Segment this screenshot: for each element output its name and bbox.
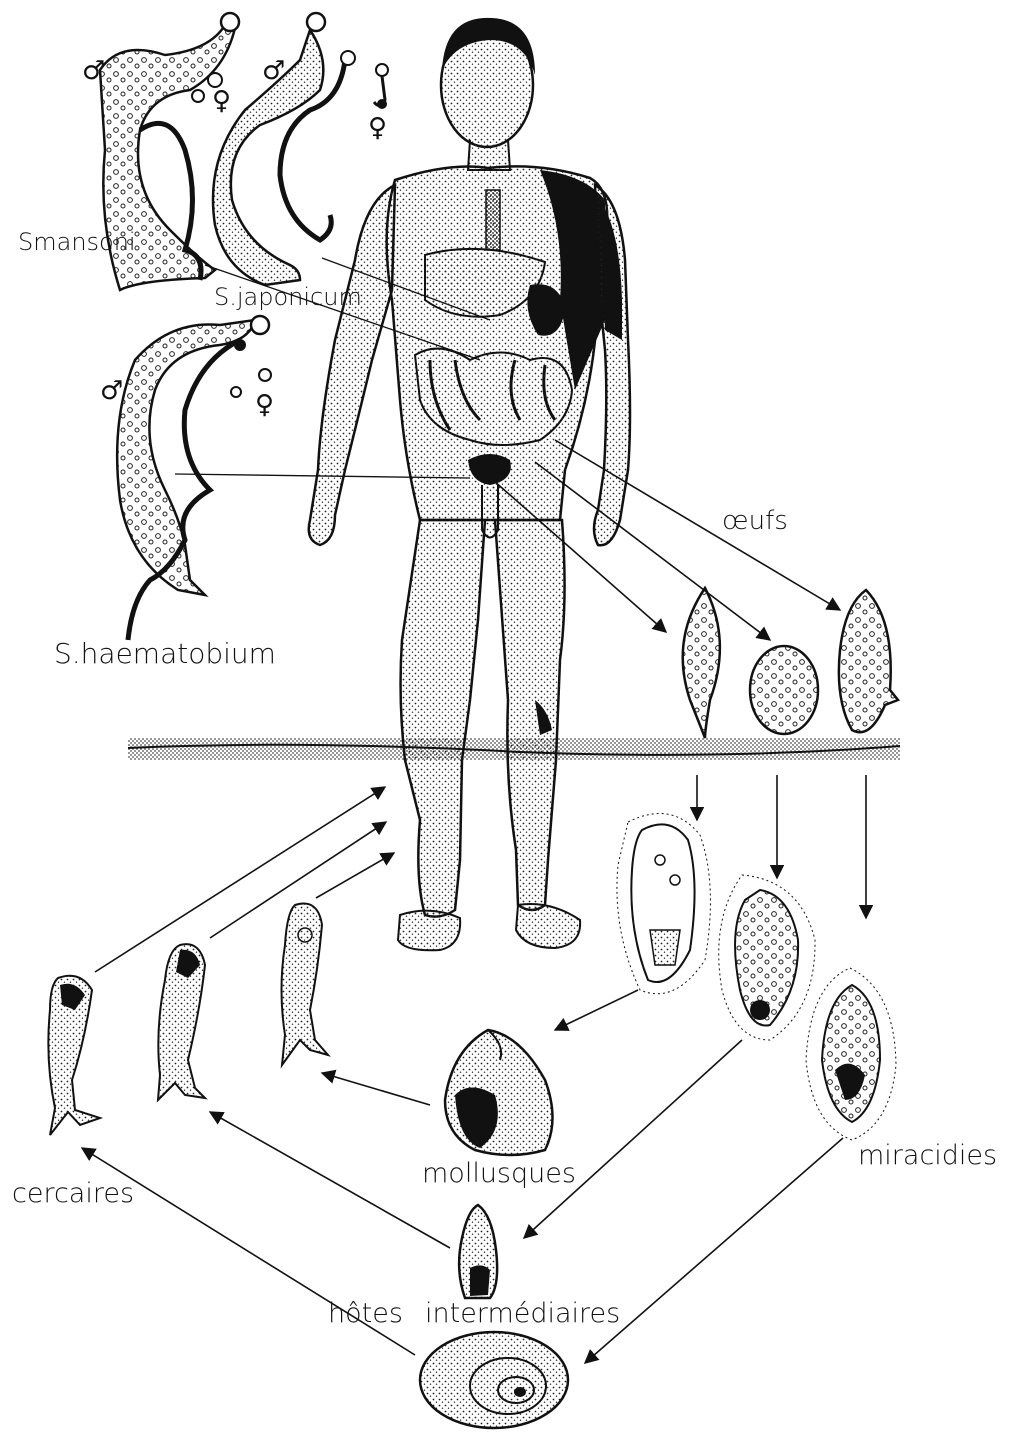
- miracidium-1: [617, 814, 711, 994]
- label-hotes: hôtes: [328, 1300, 403, 1327]
- female-symbol: ♀: [212, 88, 231, 114]
- label-oeufs: œufs: [722, 508, 788, 534]
- snail-mollusc-small: [459, 1205, 497, 1298]
- miracidium-3: [806, 968, 896, 1140]
- cercaria-1: [48, 976, 100, 1135]
- human-host-figure: [309, 18, 630, 950]
- arrow-miracidium-to-mollusc: [555, 990, 638, 1030]
- label-s-haematobium: S.haematobium: [54, 640, 276, 668]
- egg-s-japonicum: [750, 646, 818, 734]
- label-s-mansoni: Smansoni: [18, 230, 136, 254]
- label-mollusques: mollusques: [422, 1160, 576, 1187]
- egg-s-mansoni: [839, 590, 898, 732]
- female-symbol: ♀: [368, 115, 387, 141]
- miracidium-2: [719, 875, 815, 1040]
- legs: [398, 520, 580, 950]
- male-symbol: ♂: [262, 58, 285, 84]
- arrow-cercaria-to-human-1: [95, 787, 385, 972]
- arrow-miracidium-to-small-snail: [524, 1040, 742, 1238]
- water-surface: [128, 738, 900, 760]
- label-s-japonicum: S.japonicum: [214, 285, 362, 309]
- cercaria-2: [158, 944, 205, 1100]
- arrow-to-egg-japonicum: [535, 462, 770, 640]
- right-arm: [594, 185, 630, 545]
- arrow-miracidium-to-planorbid: [585, 1138, 843, 1363]
- snail-mollusc-planorbid: [420, 1332, 568, 1428]
- egg-s-haematobium: [683, 588, 720, 738]
- snail-mollusc-large: [445, 1030, 553, 1155]
- cercaria-3: [282, 904, 329, 1065]
- head: [441, 18, 535, 170]
- male-symbol: ♂: [100, 378, 123, 404]
- female-symbol: ♀: [255, 392, 274, 418]
- arrow-snail-to-cercaria: [210, 1112, 450, 1248]
- label-miracidies: miracidies: [858, 1142, 997, 1169]
- label-intermediaires: intermédiaires: [425, 1300, 620, 1327]
- male-symbol: ♂: [82, 58, 105, 84]
- worm-pair-s-haematobium: [117, 316, 271, 640]
- label-cercaires: cercaires: [12, 1180, 134, 1207]
- arrow-mollusc-to-cercaria: [322, 1073, 430, 1105]
